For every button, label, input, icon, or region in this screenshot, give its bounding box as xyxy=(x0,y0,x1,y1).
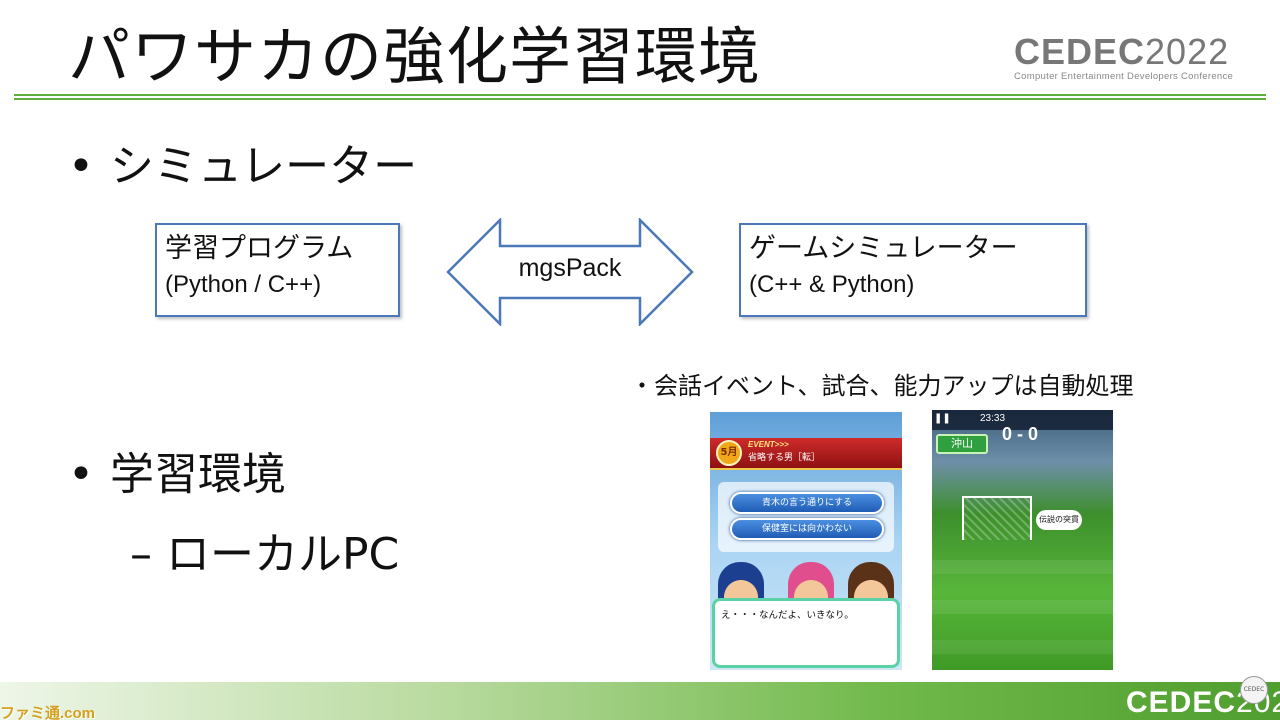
cedec-logo-year: 2022 xyxy=(1145,31,1230,72)
title-divider-bottom xyxy=(14,98,1266,100)
event-label: EVENT>>> xyxy=(748,440,789,449)
bullet-simulator-text: シミュレーター xyxy=(110,141,418,192)
bullet-learning-env-text: 学習環境 xyxy=(110,449,286,500)
double-arrow-icon xyxy=(446,218,694,326)
learning-program-lang: (Python / C++) xyxy=(165,271,322,298)
bullet-simulator: • シミュレーター xyxy=(68,130,417,194)
score-bar: ❚❚ 23:33 xyxy=(932,410,1113,430)
learning-program-box: 学習プログラム (Python / C++) xyxy=(155,223,400,317)
pitch-stripe xyxy=(932,640,1113,654)
bullet-learning-env: • 学習環境 xyxy=(68,438,286,502)
cedec-badge-icon: CEDEC xyxy=(1240,676,1268,704)
pitch-stripe xyxy=(932,560,1113,574)
choice-button-1: 青木の言う通りにする xyxy=(730,492,884,514)
match-time: 23:33 xyxy=(980,413,1006,424)
title-divider-top xyxy=(14,94,1266,96)
dialog-box: え・・・なんだよ、いきなり。 xyxy=(712,598,900,668)
pitch-stripe xyxy=(932,600,1113,614)
match-screenshot: ❚❚ 23:33 0 - 0 沖山 伝説の突貫 xyxy=(932,410,1113,670)
cedec-logo: CEDEC2022 Computer Entertainment Develop… xyxy=(1014,31,1234,83)
learning-program-title: 学習プログラム xyxy=(165,233,354,264)
bullet-dot-icon: • xyxy=(68,141,94,192)
dialog-text: え・・・なんだよ、いきなり。 xyxy=(721,610,854,621)
cedec-logo-text: CEDEC xyxy=(1014,31,1146,72)
event-header-bar xyxy=(710,438,902,470)
event-screenshot: 5月 EVENT>>> 省略する男［転］ 青木の言う通りにする 保健室には向かわ… xyxy=(710,412,902,670)
game-simulator-lang: (C++ & Python) xyxy=(749,271,915,298)
footer-cedec-text: CEDEC xyxy=(1126,686,1237,719)
arrow-label: mgsPack xyxy=(518,254,622,282)
source-watermark: ファミ通.com xyxy=(0,705,96,720)
sub-bullet-local-pc: – ローカルPC xyxy=(130,529,400,580)
auto-processing-note: ・会話イベント、試合、能力アップは自動処理 xyxy=(630,372,1134,400)
player-name-tag: 沖山 xyxy=(936,434,988,454)
footer-band xyxy=(0,682,1280,720)
slide-title: パワサカの強化学習環境 xyxy=(68,20,762,93)
month-badge: 5月 xyxy=(716,440,742,466)
skill-bubble: 伝説の突貫 xyxy=(1036,510,1082,530)
goal-net xyxy=(962,496,1032,540)
event-name: 省略する男［転］ xyxy=(748,453,821,463)
pause-icon: ❚❚ xyxy=(934,413,951,424)
choice-button-2: 保健室には向かわない xyxy=(730,518,884,540)
game-simulator-box: ゲームシミュレーター (C++ & Python) xyxy=(739,223,1087,317)
match-score: 0 - 0 xyxy=(1002,424,1039,444)
bullet-dot-icon: • xyxy=(68,449,94,500)
cedec-logo-subtitle: Computer Entertainment Developers Confer… xyxy=(1014,71,1234,82)
cedec-logo-main: CEDEC2022 xyxy=(1014,31,1228,72)
game-simulator-title: ゲームシミュレーター xyxy=(749,233,1018,264)
